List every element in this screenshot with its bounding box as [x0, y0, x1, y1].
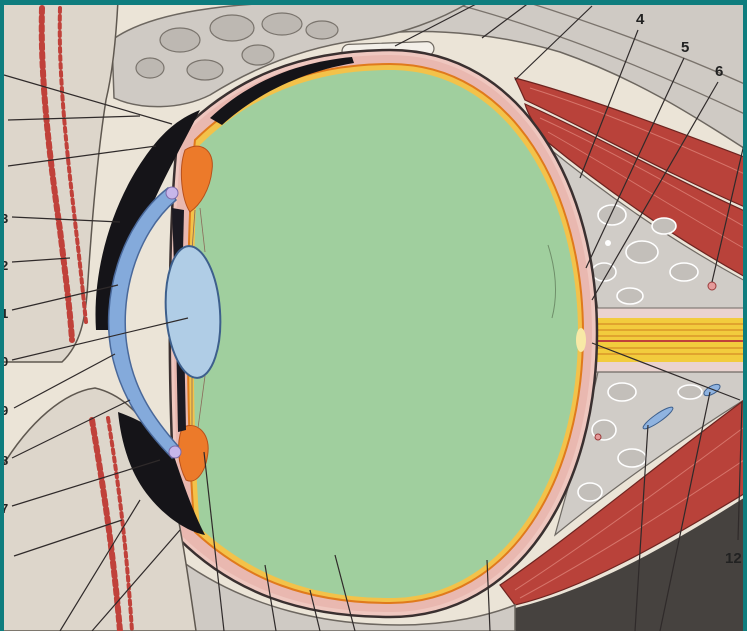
- label-4: 4: [636, 11, 645, 28]
- fat-lobule: [578, 483, 602, 501]
- fat-lobule: [652, 218, 676, 234]
- vitreous-body: [194, 70, 578, 598]
- edge-label: 9: [1, 403, 8, 418]
- edge-label: 3: [1, 211, 8, 226]
- schlemm-canal-lower: [169, 446, 181, 458]
- fat-lobule: [618, 449, 646, 467]
- label-6: 6: [715, 63, 723, 80]
- tissue-lobule: [136, 58, 164, 78]
- tissue-lobule: [306, 21, 338, 39]
- fat-lobule: [617, 288, 643, 304]
- optic-disc: [576, 328, 586, 352]
- schlemm-canal-upper: [166, 187, 178, 199]
- fat-lobule: [678, 385, 702, 399]
- tissue-lobule: [262, 13, 302, 35]
- edge-label: 2: [1, 258, 8, 273]
- label-12: 12: [725, 550, 742, 567]
- fat-lobule: [598, 205, 626, 225]
- edge-label: 8: [1, 453, 8, 468]
- white-dot: [605, 240, 611, 246]
- fat-lobule: [608, 383, 636, 401]
- tissue-lobule: [160, 28, 200, 52]
- vessel-cross-section: [595, 434, 601, 440]
- fat-lobule: [670, 263, 698, 281]
- vessel-cross-section: [708, 282, 716, 290]
- label-5: 5: [681, 39, 689, 56]
- tissue-lobule: [242, 45, 274, 65]
- tissue-lobule: [210, 15, 254, 41]
- edge-label: 0: [1, 354, 8, 369]
- edge-label: 7: [1, 501, 8, 516]
- edge-label: 1: [1, 306, 8, 321]
- fat-lobule: [626, 241, 658, 263]
- tissue-lobule: [187, 60, 223, 80]
